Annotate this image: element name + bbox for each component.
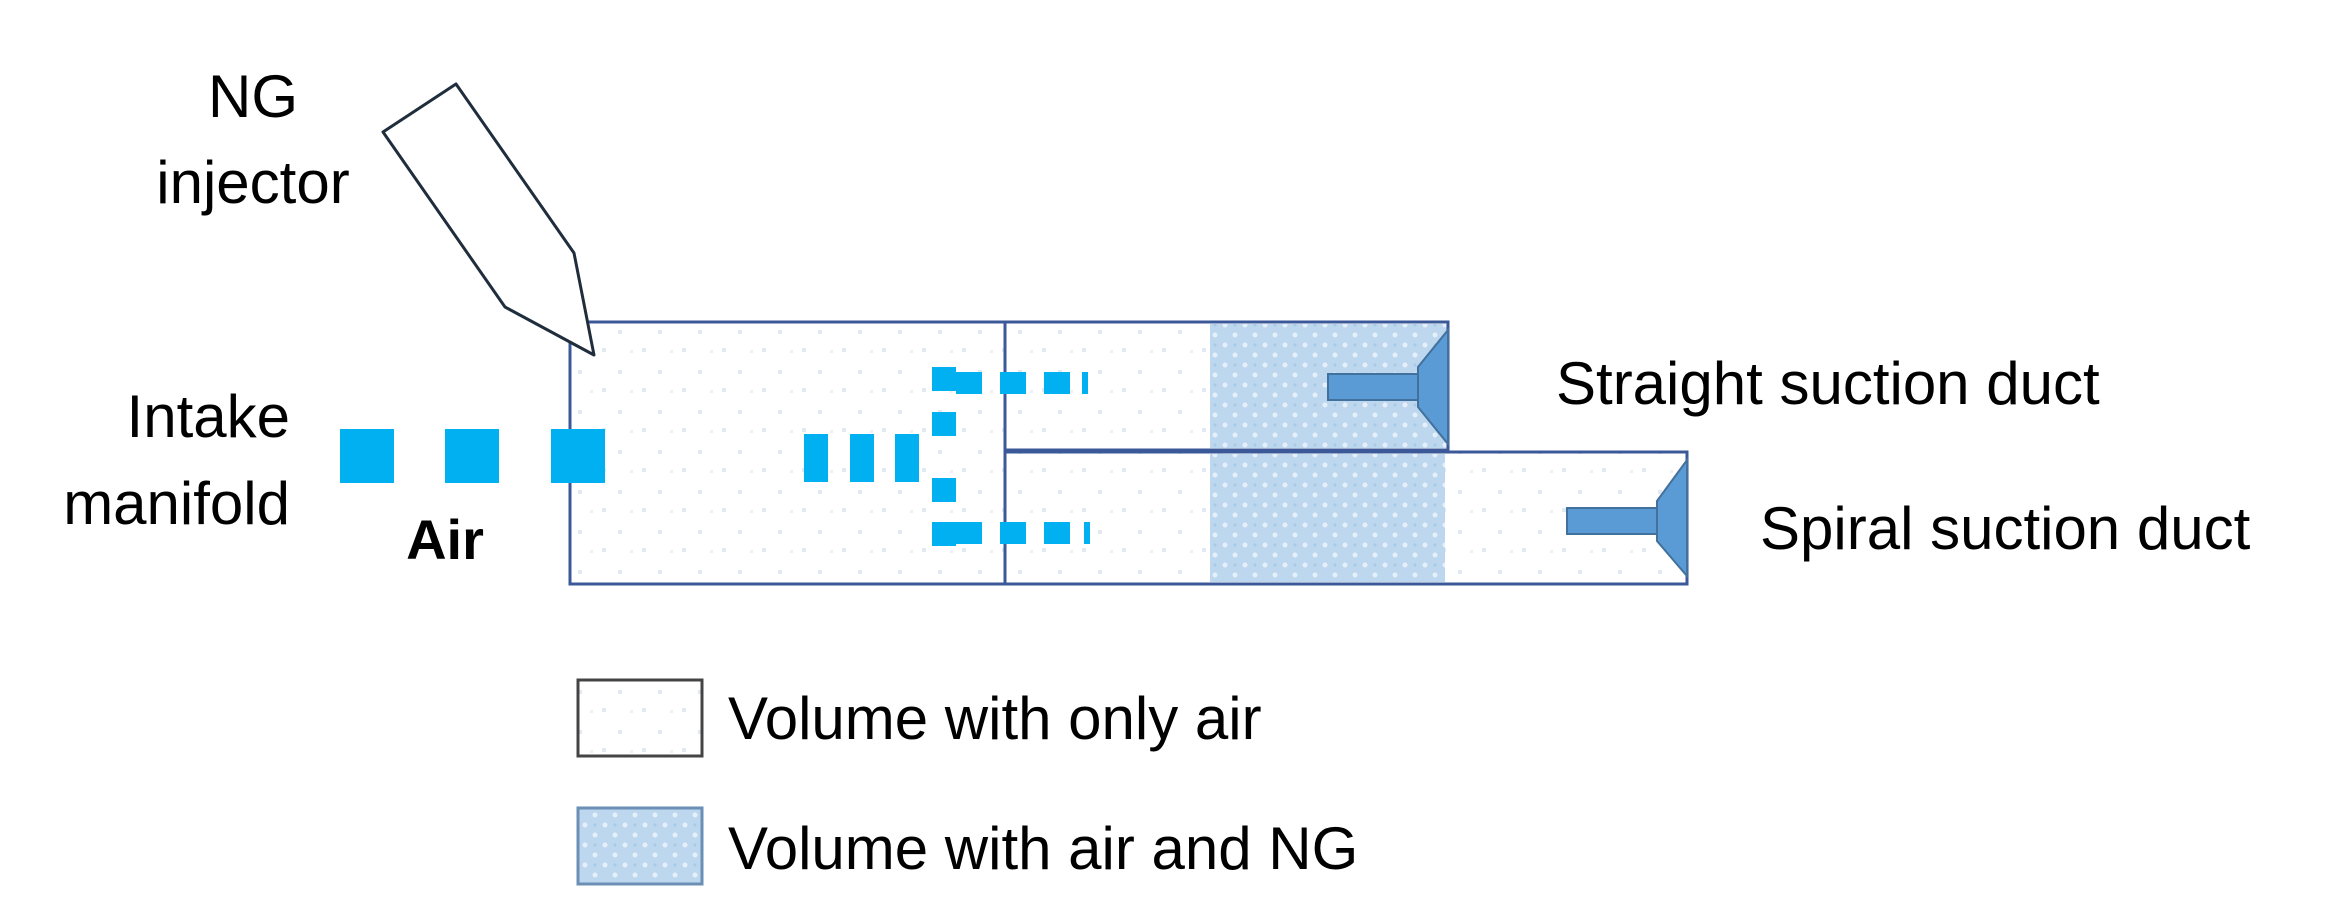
spiral-duct-ng-zone: [1210, 454, 1445, 582]
legend-swatch-air-ng: [576, 806, 704, 886]
straight-duct-label: Straight suction duct: [1556, 350, 2100, 417]
legend-item-air-ng: Volume with air and NG: [576, 806, 1358, 886]
air-label: Air: [406, 508, 484, 571]
straight-duct-valve: [1327, 327, 1449, 447]
legend-swatch-air-only: [576, 678, 704, 758]
spiral-duct-label: Spiral suction duct: [1760, 495, 2251, 562]
legend: Volume with only air Volume with air and…: [576, 678, 1358, 886]
legend-label-air-ng: Volume with air and NG: [728, 815, 1358, 882]
injector-label-line1: NG: [208, 63, 298, 130]
legend-item-air-only: Volume with only air: [576, 678, 1262, 758]
legend-label-air-only: Volume with only air: [728, 685, 1262, 752]
air-flow-intake: [340, 429, 605, 483]
ng-injector-shape: [381, 82, 596, 357]
spiral-duct-valve: [1566, 456, 1688, 579]
intake-label-line1: Intake: [127, 383, 290, 450]
air-flow-split: [804, 367, 1090, 546]
injector-label-line2: injector: [156, 149, 349, 216]
intake-label-line2: manifold: [63, 470, 290, 537]
